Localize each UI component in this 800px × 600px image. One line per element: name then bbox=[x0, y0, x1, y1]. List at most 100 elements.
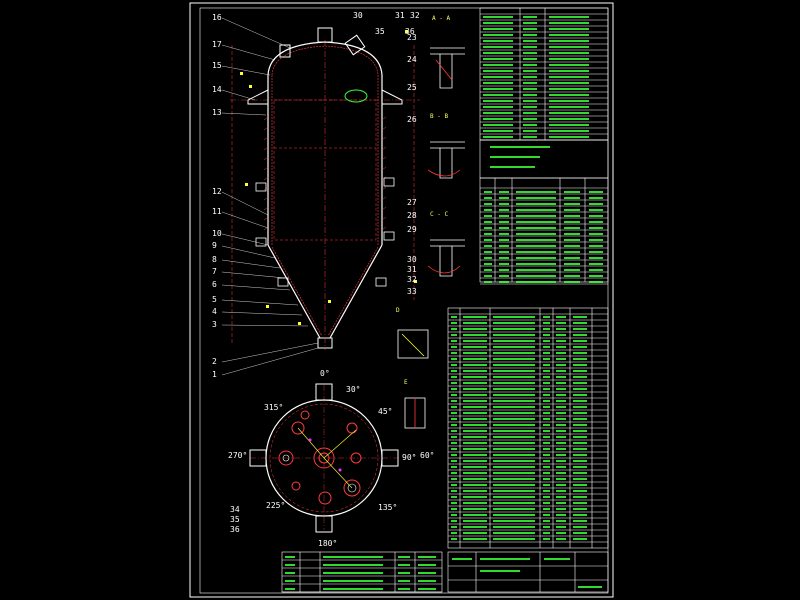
table-cell-text bbox=[556, 352, 566, 354]
table-cell-text bbox=[463, 382, 487, 384]
table-cell-text bbox=[573, 430, 587, 432]
table-cell-text bbox=[483, 58, 513, 60]
table-cell-text bbox=[499, 263, 509, 265]
svg-text:90°: 90° bbox=[402, 453, 416, 462]
table-cell-text bbox=[493, 472, 535, 474]
tables bbox=[281, 7, 609, 593]
table-cell-text bbox=[451, 484, 457, 486]
table-cell-text bbox=[463, 346, 487, 348]
table-cell-text bbox=[463, 370, 487, 372]
table-cell-text bbox=[463, 520, 487, 522]
table-cell-text bbox=[493, 508, 535, 510]
table-cell-text bbox=[484, 275, 492, 277]
svg-text:13: 13 bbox=[212, 108, 222, 117]
table-cell-text bbox=[549, 82, 589, 84]
table-cell-text bbox=[573, 400, 587, 402]
table-cell-text bbox=[564, 215, 580, 217]
title-block bbox=[447, 551, 609, 593]
table-cell-text bbox=[463, 394, 487, 396]
table-cell-text bbox=[589, 209, 603, 211]
table-cell-text bbox=[463, 472, 487, 474]
table-cell-text bbox=[564, 227, 580, 229]
table-cell-text bbox=[543, 466, 550, 468]
table-cell-text bbox=[499, 269, 509, 271]
svg-text:45°: 45° bbox=[378, 407, 392, 416]
table-cell-text bbox=[543, 388, 550, 390]
table-cell-text bbox=[556, 370, 566, 372]
table-cell-text bbox=[463, 418, 487, 420]
table-cell-text bbox=[578, 586, 602, 588]
table-cell-text bbox=[573, 460, 587, 462]
table-cell-text bbox=[451, 418, 457, 420]
table-cell-text bbox=[549, 40, 589, 42]
table-cell-text bbox=[463, 514, 487, 516]
svg-text:12: 12 bbox=[212, 187, 222, 196]
table-cell-text bbox=[483, 52, 513, 54]
table-cell-text bbox=[451, 358, 457, 360]
table-cell-text bbox=[589, 263, 603, 265]
leaders-left bbox=[221, 17, 319, 376]
table-cell-text bbox=[323, 556, 383, 558]
table-cell-text bbox=[543, 418, 550, 420]
table-cell-text bbox=[589, 221, 603, 223]
table-cell-text bbox=[463, 364, 487, 366]
svg-text:25: 25 bbox=[407, 83, 417, 92]
table-cell-text bbox=[564, 275, 580, 277]
table-cell-text bbox=[549, 106, 589, 108]
table-cell-text bbox=[451, 412, 457, 414]
svg-text:10: 10 bbox=[212, 229, 222, 238]
table-cell-text bbox=[493, 520, 535, 522]
table-cell-text bbox=[493, 442, 535, 444]
table-cell-text bbox=[589, 239, 603, 241]
svg-text:32: 32 bbox=[407, 275, 417, 284]
table-cell-text bbox=[543, 406, 550, 408]
table-cell-text bbox=[544, 558, 570, 560]
svg-text:A - A: A - A bbox=[432, 15, 450, 22]
table-cell-text bbox=[556, 520, 566, 522]
table-cell-text bbox=[463, 538, 487, 540]
table-cell-text bbox=[451, 532, 457, 534]
vessel-elevation bbox=[230, 27, 420, 350]
table-cell-text bbox=[556, 532, 566, 534]
table-cell-text bbox=[484, 251, 492, 253]
table-cell-text bbox=[493, 478, 535, 480]
table-cell-text bbox=[573, 406, 587, 408]
table-cell-text bbox=[451, 406, 457, 408]
table-cell-text bbox=[483, 136, 513, 138]
table-cell-text bbox=[573, 514, 587, 516]
table-cell-text bbox=[451, 340, 457, 342]
table-cell-text bbox=[549, 136, 589, 138]
table-cell-text bbox=[556, 322, 566, 324]
table-cell-text bbox=[543, 508, 550, 510]
svg-text:315°: 315° bbox=[264, 403, 283, 412]
table-cell-text bbox=[523, 34, 537, 36]
table-cell-text bbox=[451, 454, 457, 456]
table-cell-text bbox=[589, 281, 603, 283]
table-cell-text bbox=[493, 436, 535, 438]
table-cell-text bbox=[523, 106, 537, 108]
table-cell-text bbox=[285, 580, 295, 582]
table-cell-text bbox=[493, 388, 535, 390]
svg-text:6: 6 bbox=[212, 280, 217, 289]
table-cell-text bbox=[463, 316, 487, 318]
table-cell-text bbox=[573, 538, 587, 540]
table-cell-text bbox=[483, 106, 513, 108]
table-cell-text bbox=[573, 388, 587, 390]
table-cell-text bbox=[483, 46, 513, 48]
table-cell-text bbox=[483, 82, 513, 84]
table-cell-text bbox=[451, 346, 457, 348]
table-cell-text bbox=[499, 233, 509, 235]
svg-text:30°: 30° bbox=[346, 385, 360, 394]
table-cell-text bbox=[483, 34, 513, 36]
table-cell-text bbox=[451, 388, 457, 390]
table-cell-text bbox=[573, 484, 587, 486]
table-cell-text bbox=[463, 412, 487, 414]
table-cell-text bbox=[543, 526, 550, 528]
table-cell-text bbox=[493, 532, 535, 534]
table-cell-text bbox=[556, 328, 566, 330]
table-cell-text bbox=[451, 526, 457, 528]
table-cell-text bbox=[490, 166, 535, 168]
table-cell-text bbox=[556, 400, 566, 402]
table-cell-text bbox=[564, 269, 580, 271]
